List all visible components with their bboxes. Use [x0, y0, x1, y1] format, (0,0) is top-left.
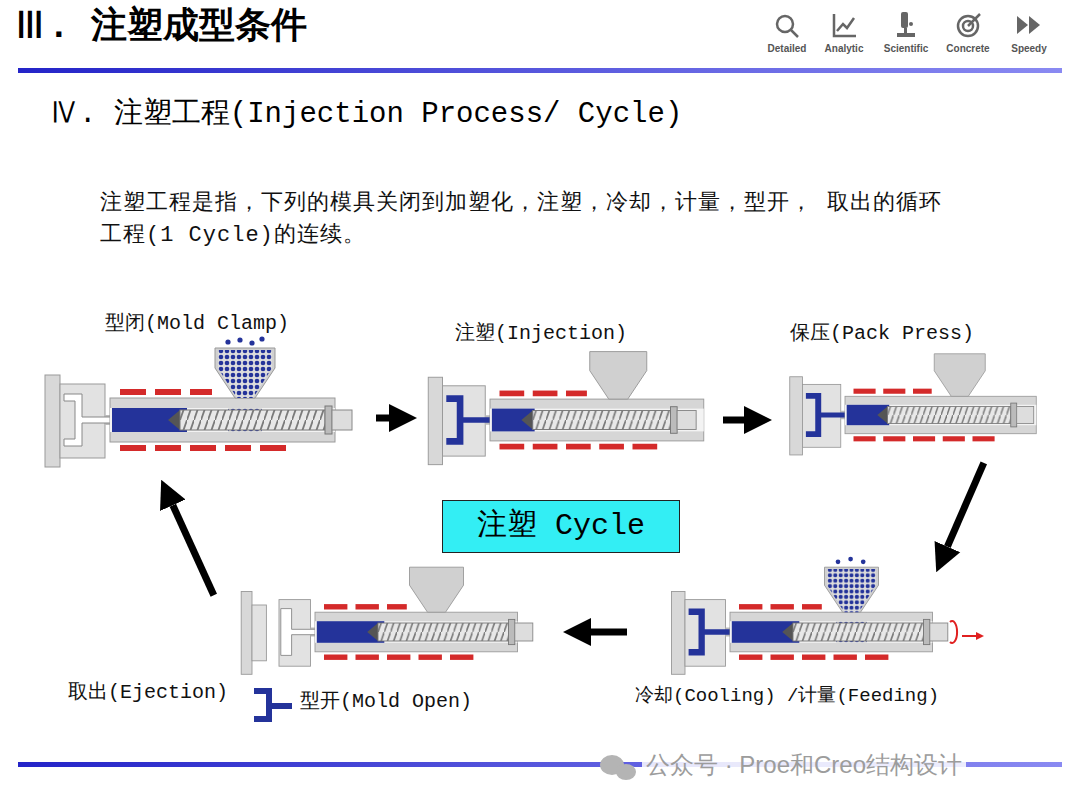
process-stage: 注塑(Injection)	[420, 320, 720, 480]
watermark: 公众号 · Proe和Creo结构设计	[642, 751, 966, 780]
icon-label: Analytic	[825, 43, 864, 55]
icon-label: Detailed	[768, 43, 807, 55]
stage-label: 冷却(Cooling) /计量(Feeding)	[635, 685, 939, 708]
icon-label: Speedy	[1011, 43, 1047, 55]
stage-label: 型开(Mold Open)	[300, 690, 472, 714]
flow-arrow	[947, 463, 983, 547]
cycle-box: 注塑 Cycle	[442, 500, 680, 553]
description-text: 注塑工程是指，下列的模具关闭到加塑化，注塑，冷却，计量，型开， 取出的循环工程(…	[100, 188, 960, 252]
icon-label: Scientific	[884, 43, 928, 55]
process-stage: 取出(Ejection) 型开(Mold Open)	[62, 598, 560, 726]
process-stage: 冷却(Cooling) /计量(Feeding)	[630, 575, 1010, 723]
stage-label: 型闭(Mold Clamp)	[105, 312, 289, 336]
flow-arrow	[591, 629, 627, 636]
flow-arrow	[173, 505, 214, 595]
box-title: 注塑 Cycle	[477, 507, 645, 546]
slide-title: Ⅲ. 注塑成型条件	[12, 6, 307, 49]
process-stage: 保压(Pack Press)	[775, 320, 1055, 460]
stage-label: 注塑(Injection)	[455, 322, 627, 346]
stage-label: 取出(Ejection)	[68, 681, 228, 705]
icon-label: Concrete	[946, 43, 989, 55]
section-heading: Ⅳ. 注塑工程(Injection Process/ Cycle)	[50, 98, 682, 133]
process-stage: 型闭(Mold Clamp)	[45, 310, 373, 477]
stage-label: 保压(Pack Press)	[790, 322, 974, 346]
flow-arrow	[376, 415, 389, 422]
flow-arrow	[723, 417, 744, 424]
